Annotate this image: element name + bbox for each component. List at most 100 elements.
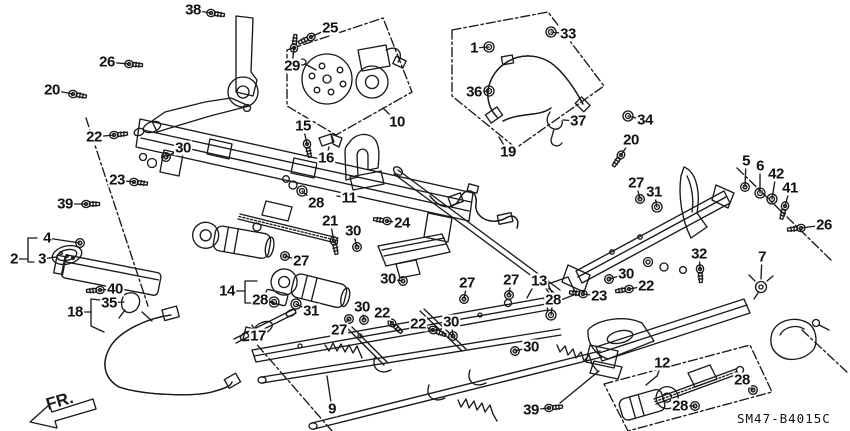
callout-30: 30 bbox=[522, 338, 540, 356]
callout-38: 38 bbox=[184, 1, 202, 19]
harness-19 bbox=[484, 54, 591, 147]
callout-27: 27 bbox=[502, 271, 520, 289]
callout-28: 28 bbox=[733, 371, 751, 389]
callout-20: 20 bbox=[43, 81, 61, 99]
callout-16: 16 bbox=[317, 149, 335, 167]
callout-30: 30 bbox=[379, 270, 397, 288]
nut-icon bbox=[344, 314, 354, 324]
ring-icon bbox=[651, 201, 663, 213]
callout-25: 25 bbox=[321, 19, 339, 37]
callout-31: 31 bbox=[645, 183, 663, 201]
nut-icon bbox=[740, 182, 750, 192]
callout-12: 12 bbox=[653, 354, 671, 372]
bolt-icon bbox=[428, 325, 447, 338]
torsion-bar bbox=[392, 166, 577, 303]
bolt-icon bbox=[611, 150, 626, 168]
callout-1: 1 bbox=[469, 39, 479, 57]
nut-icon bbox=[510, 346, 520, 356]
callout-7: 7 bbox=[757, 248, 767, 266]
ring-icon bbox=[483, 41, 495, 53]
callout-30: 30 bbox=[174, 139, 192, 157]
callout-13: 13 bbox=[530, 272, 548, 290]
bolt-icon bbox=[206, 8, 226, 18]
callout-22: 22 bbox=[637, 277, 655, 295]
subassembly-box-19 bbox=[451, 11, 605, 149]
callout-30: 30 bbox=[442, 313, 460, 331]
callout-18: 18 bbox=[66, 303, 84, 321]
callout-10: 10 bbox=[388, 113, 406, 131]
ring-icon bbox=[766, 193, 778, 205]
callout-30: 30 bbox=[344, 222, 362, 240]
nut-icon bbox=[690, 401, 700, 411]
bolt-icon bbox=[329, 236, 339, 256]
bolt-icon bbox=[372, 216, 392, 226]
callout-5: 5 bbox=[741, 152, 751, 170]
bolt-icon bbox=[124, 59, 144, 69]
cable-clip-7 bbox=[748, 274, 774, 300]
nut-icon bbox=[280, 251, 290, 261]
ring-icon bbox=[296, 185, 308, 197]
callout-36: 36 bbox=[465, 83, 483, 101]
callout-32: 32 bbox=[690, 245, 708, 263]
callout-33: 33 bbox=[559, 25, 577, 43]
callout-27: 27 bbox=[330, 321, 348, 339]
callout-30: 30 bbox=[353, 298, 371, 316]
fastener-glyphs bbox=[68, 8, 806, 413]
bolt-icon bbox=[129, 177, 149, 187]
washer-cluster bbox=[138, 152, 688, 308]
ring-icon bbox=[545, 309, 557, 321]
bolt-icon bbox=[786, 223, 806, 233]
callout-23: 23 bbox=[108, 171, 126, 189]
callout-22: 22 bbox=[409, 315, 427, 333]
bolt-icon bbox=[568, 289, 588, 299]
bolt-icon bbox=[289, 33, 299, 53]
harness-18 bbox=[104, 305, 242, 396]
callout-2: 2 bbox=[9, 250, 19, 268]
right-upper-rail bbox=[561, 166, 735, 293]
callout-40: 40 bbox=[106, 280, 124, 298]
seatback-arm bbox=[133, 15, 259, 137]
callout-3: 3 bbox=[37, 250, 47, 268]
callout-28: 28 bbox=[251, 291, 269, 309]
lower-seat-frame bbox=[242, 297, 619, 430]
callout-6: 6 bbox=[755, 157, 765, 175]
ring-icon bbox=[483, 85, 495, 97]
nut-icon bbox=[604, 274, 614, 284]
callout-22: 22 bbox=[85, 128, 103, 146]
nut-icon bbox=[359, 315, 369, 325]
bolt-icon bbox=[302, 139, 313, 159]
upper-rail bbox=[135, 118, 474, 244]
bolt-icon bbox=[779, 201, 790, 221]
recline-motor-kit bbox=[297, 44, 407, 105]
callout-9: 9 bbox=[327, 400, 337, 418]
callout-30: 30 bbox=[617, 265, 635, 283]
nut-icon bbox=[352, 242, 362, 252]
callout-14: 14 bbox=[218, 282, 236, 300]
callout-27: 27 bbox=[627, 174, 645, 192]
callout-39: 39 bbox=[522, 401, 540, 419]
callout-21: 21 bbox=[321, 212, 339, 230]
nut-icon bbox=[459, 294, 469, 304]
callout-22: 22 bbox=[373, 304, 391, 322]
nut-icon bbox=[448, 331, 458, 341]
callout-34: 34 bbox=[636, 111, 654, 129]
subassembly-box-10 bbox=[286, 17, 413, 136]
callout-28: 28 bbox=[671, 397, 689, 415]
leader-line bbox=[46, 237, 81, 244]
callout-28: 28 bbox=[544, 291, 562, 309]
ring-icon bbox=[754, 187, 766, 199]
callout-37: 37 bbox=[569, 112, 587, 130]
diagram-code: SM47-B4015C bbox=[737, 411, 831, 426]
callout-17: 17 bbox=[249, 327, 267, 345]
ring-icon bbox=[290, 298, 302, 310]
callout-11: 11 bbox=[340, 189, 358, 207]
callout-27: 27 bbox=[458, 274, 476, 292]
fr-label: FR. bbox=[44, 388, 76, 414]
nut-icon bbox=[635, 194, 645, 204]
callout-28: 28 bbox=[307, 194, 325, 212]
callout-31: 31 bbox=[302, 302, 320, 320]
callout-39: 39 bbox=[56, 195, 74, 213]
callout-41: 41 bbox=[781, 179, 799, 197]
callout-42: 42 bbox=[767, 165, 785, 183]
